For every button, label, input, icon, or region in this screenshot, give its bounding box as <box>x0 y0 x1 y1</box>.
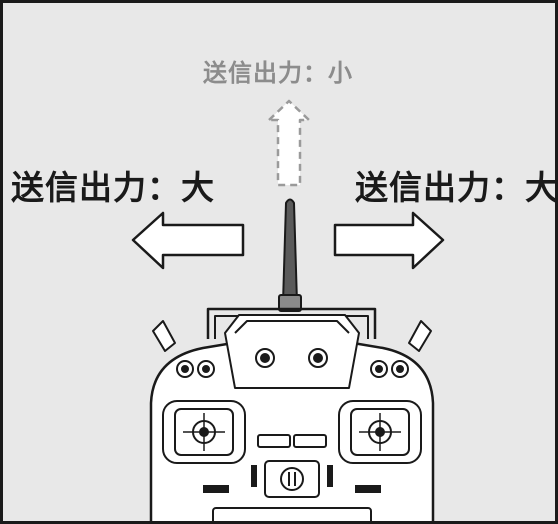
arrow-forward-dashed-icon <box>267 99 311 187</box>
arrow-right-icon <box>333 211 445 270</box>
diagram-illustration <box>131 99 445 521</box>
arrow-left-icon <box>131 211 245 270</box>
rc-transmitter-icon <box>149 307 435 521</box>
label-forward-weak-output: 送信出力：小 <box>203 59 353 87</box>
label-right-strong-output: 送信出力：大 <box>355 168 558 207</box>
label-left-strong-output: 送信出力：大 <box>11 168 215 207</box>
antenna-icon <box>278 198 302 312</box>
